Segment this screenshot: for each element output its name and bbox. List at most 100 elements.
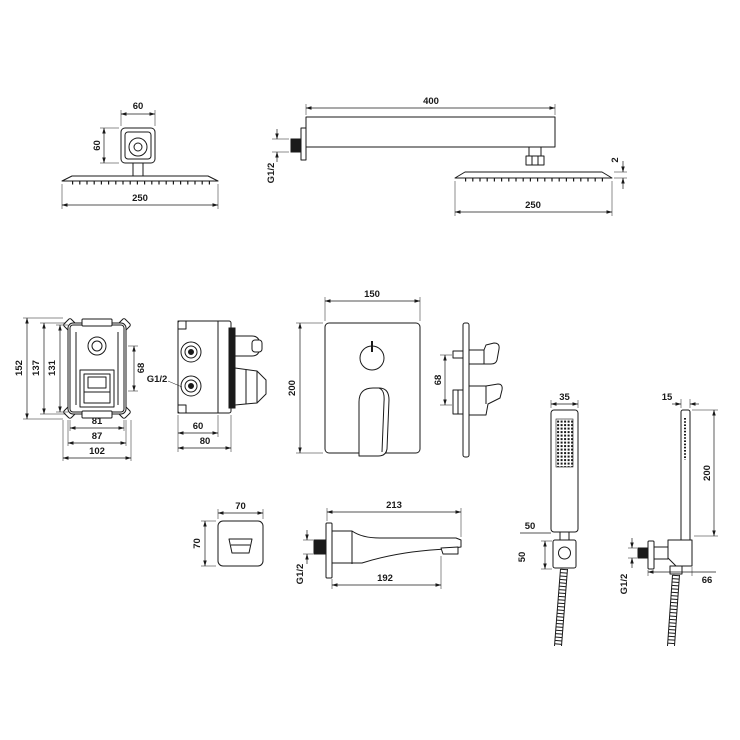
- box-side-body: [177, 320, 232, 414]
- dimension-spout-plate-width: 70: [217, 501, 264, 519]
- cover-plate-profile: [462, 322, 470, 458]
- dimension-spout-thread: G1/2: [295, 530, 313, 584]
- dimension-bracket-height: 60: [92, 127, 119, 164]
- shower-arm: [305, 116, 556, 148]
- inlet-port-ring: [184, 379, 198, 393]
- shower-hose-edge: [674, 574, 680, 647]
- dimension-label: 150: [364, 289, 380, 300]
- dimension-label: 250: [132, 193, 148, 204]
- dimension-label: 66: [702, 575, 713, 586]
- dimension-label: 70: [192, 538, 203, 549]
- cartridge-protector: [83, 373, 111, 404]
- dimension-label: 68: [136, 363, 147, 374]
- hand-shower-body-profile: [680, 409, 691, 543]
- box-top-cap: [81, 318, 113, 327]
- g12-thread-connector: [290, 138, 302, 153]
- concealed-box-front-view: [63, 318, 131, 419]
- dimension-hand-shower-thread: G1/2: [619, 538, 637, 594]
- arm-head-connector: [528, 146, 542, 157]
- box-bottom-cap: [81, 410, 113, 419]
- dimension-label: 80: [200, 436, 211, 447]
- diverter-spindle-cap: [251, 339, 263, 353]
- spout-side-view: [313, 522, 462, 579]
- hand-shower-nozzle-grid: [555, 418, 574, 468]
- dimension-label: 60: [133, 101, 144, 112]
- dimension-label: 60: [92, 140, 103, 151]
- rain-shower-arm-side-view: [290, 116, 613, 182]
- outlet-port-ring: [184, 345, 198, 359]
- dimension-bracket-width: 60: [120, 101, 156, 126]
- spout-aerator: [440, 546, 459, 555]
- bracket-inner-frame: [124, 131, 152, 160]
- dimension-label: 35: [559, 392, 570, 403]
- diverter-stud: [452, 350, 464, 359]
- thread-label: G1/2: [147, 374, 168, 385]
- ceiling-mount-bracket: [120, 127, 156, 164]
- mixer-lever-edge: [378, 387, 385, 453]
- box-side-tab: [177, 404, 187, 414]
- bracket-connector: [128, 137, 148, 157]
- arm-head-nut: [525, 155, 545, 166]
- dimension-cover-width: 150: [324, 289, 421, 321]
- dimension-box-width: 87: [67, 420, 127, 446]
- hand-shower-thread: [637, 547, 649, 559]
- bracket-connector-core: [133, 142, 143, 152]
- mixer-cover-plate-front-view: [324, 322, 421, 457]
- dimension-head-width: 250: [61, 184, 219, 209]
- dimension-hand-shower-depth: 15: [662, 392, 699, 408]
- thread-callout-box: G1/2: [147, 374, 183, 388]
- holder-cradle: [667, 539, 693, 567]
- dimension-box-inner-width: 81: [69, 416, 125, 431]
- shower-hose-edge: [667, 574, 673, 647]
- dimension-label: 68: [433, 375, 444, 386]
- spout-thread: [313, 539, 327, 555]
- outlet-port-bore: [188, 349, 194, 355]
- dimension-label: 70: [235, 501, 246, 512]
- cartridge-window: [87, 376, 107, 389]
- dimension-box-face-depth: 60: [177, 415, 219, 452]
- dimension-spout-body-length: 192: [331, 556, 442, 589]
- dimension-box-height: 137: [31, 322, 66, 415]
- dimension-label: 200: [702, 465, 713, 481]
- dimension-label: G1/2: [619, 574, 630, 595]
- dimension-plate-thickness: 2: [610, 157, 627, 189]
- spout-outlet: [228, 538, 253, 554]
- dimension-label: 15: [662, 392, 673, 403]
- dimension-label: 60: [193, 421, 204, 432]
- diverter-plug-core: [91, 340, 103, 352]
- dimension-label: 192: [377, 573, 393, 584]
- leader-line: [167, 380, 183, 388]
- hand-shower-front-view: [550, 409, 579, 647]
- dimension-cover-height: 200: [287, 322, 323, 454]
- dimension-label: 213: [386, 500, 402, 511]
- inlet-port-bore: [188, 383, 194, 389]
- spout-plate-front-view: [217, 520, 264, 567]
- dimension-label: G1/2: [295, 564, 306, 585]
- dimension-head-width-side: 250: [454, 181, 613, 216]
- dimension-label: 50: [517, 552, 528, 563]
- spout-wall-flange: [325, 522, 333, 579]
- shower-hose-edge: [561, 568, 568, 647]
- holder-wall-flange: [647, 540, 655, 570]
- concealed-box-side-view: [177, 320, 267, 414]
- dimension-label: 2: [610, 157, 621, 162]
- dimension-label: 102: [89, 446, 105, 457]
- dimension-arm-thread: G1/2: [266, 129, 289, 183]
- dimension-box-overall-height: 152: [14, 317, 63, 420]
- mixer-side-view: [452, 322, 503, 458]
- hose-nut: [669, 565, 683, 575]
- dimension-holder-width: 50: [520, 521, 551, 534]
- rain-shower-head-front-view: [61, 127, 219, 185]
- shower-head-plate: [454, 171, 613, 179]
- shower-head-plate: [61, 175, 219, 182]
- dimension-label: 400: [423, 96, 439, 107]
- holder-arm: [653, 546, 669, 560]
- dimension-holder-height: 50: [517, 540, 552, 570]
- dimension-mixer-spacing: 68: [433, 354, 452, 406]
- dimension-hand-shower-width: 35: [550, 392, 579, 408]
- dimension-box-inner-height: 131: [47, 324, 68, 413]
- dimension-box-port-spacing: 68: [128, 345, 147, 392]
- dimension-box-overall-depth: 80: [177, 415, 232, 452]
- mixer-lever-handle: [358, 387, 390, 457]
